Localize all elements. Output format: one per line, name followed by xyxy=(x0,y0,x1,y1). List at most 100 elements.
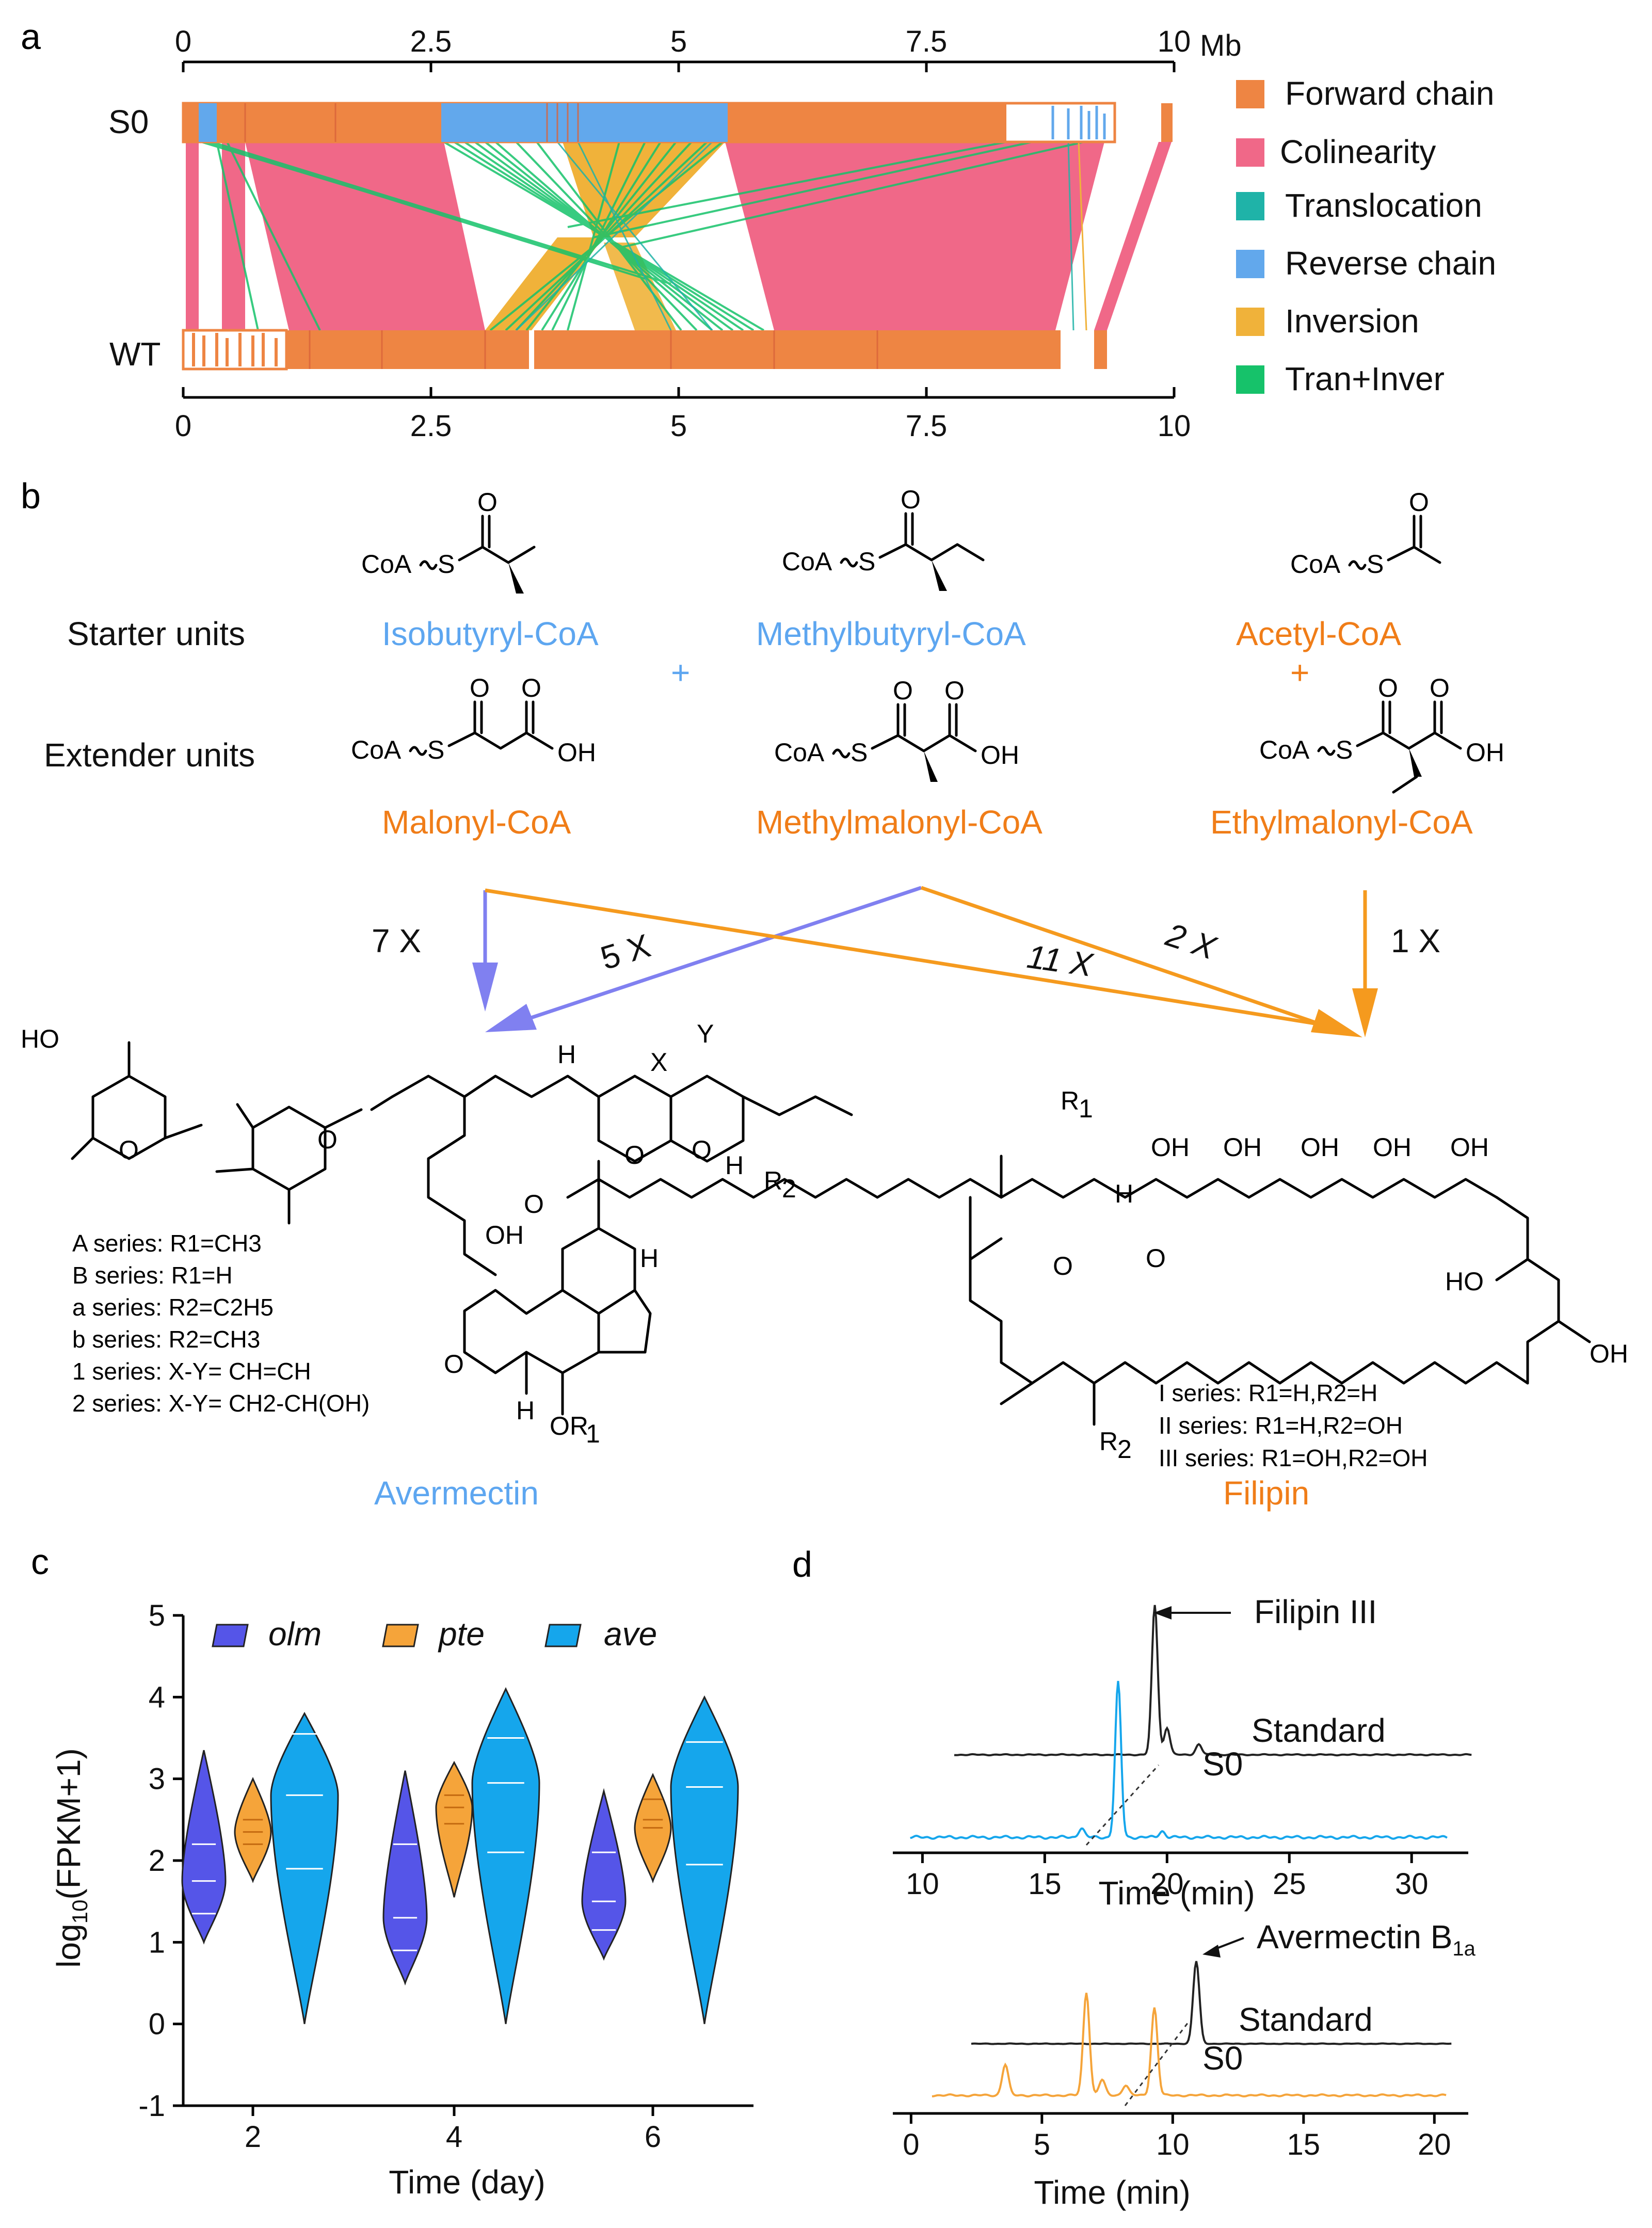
wt-gap xyxy=(529,330,534,369)
bottom-tick-label: 2.5 xyxy=(410,409,452,443)
chem-o: O xyxy=(444,1350,464,1379)
y-tick-label: 2 xyxy=(149,1844,165,1878)
bottom-tick-label: 10 xyxy=(1158,409,1191,443)
multiplier-2x: 2 X xyxy=(1161,916,1222,967)
chem-o: O xyxy=(1053,1252,1073,1280)
violin-pte xyxy=(234,1777,272,1883)
s0-label-bottom: S0 xyxy=(1202,2040,1243,2077)
violin-olm xyxy=(581,1788,627,1961)
avermectin-label-main: Avermectin B xyxy=(1257,1918,1452,1955)
chem-o: O xyxy=(1409,488,1429,517)
x-tick-label: 4 xyxy=(446,2120,462,2154)
x-tick-label: 15 xyxy=(1028,1867,1062,1901)
inversion-ribbon-1 xyxy=(563,142,725,237)
legend-swatch-ave xyxy=(544,1624,582,1647)
chem-h: H xyxy=(516,1396,535,1425)
malonyl-coa-structure: CoA S O O OH xyxy=(351,674,596,767)
chem-oh: OH xyxy=(1450,1133,1489,1162)
chem-or1-label: OR 1 xyxy=(550,1412,600,1448)
chem-o: O xyxy=(477,488,498,517)
chem-r1-label: R 1 xyxy=(1061,1086,1093,1123)
legend-translocation: Translocation xyxy=(1285,187,1482,224)
chem-o: O xyxy=(524,1190,544,1219)
panel-b: b Starter units Extender units CoA S O I… xyxy=(21,476,1628,1512)
starter-acetyl: Acetyl-CoA xyxy=(1236,615,1401,652)
x-tick-label: 20 xyxy=(1418,2128,1451,2161)
chem-s: S xyxy=(858,547,875,576)
bottom-tick-label: 7.5 xyxy=(906,409,948,443)
chem-coa: CoA xyxy=(1290,550,1341,579)
legend-swatch-forward xyxy=(1236,80,1264,108)
x-tick-label: 0 xyxy=(903,2128,919,2161)
panel-c-legend: olm pte ave xyxy=(212,1615,657,1653)
chem-s: S xyxy=(851,738,868,767)
chem-oh: OH xyxy=(1223,1133,1262,1162)
chem-oh: OH xyxy=(1590,1339,1628,1368)
top-tick-label: 7.5 xyxy=(906,25,948,58)
colinearity-ribbon-4 xyxy=(725,142,1104,330)
top-tick-label: 2.5 xyxy=(410,25,452,58)
filipin-series-3: III series: R1=OH,R2=OH xyxy=(1159,1445,1428,1471)
chem-oh: OH xyxy=(1466,738,1504,767)
chem-o: O xyxy=(624,1141,645,1169)
standard-label-top: Standard xyxy=(1252,1712,1386,1749)
x-axis-label: Time (day) xyxy=(389,2163,545,2201)
violin-olm xyxy=(181,1750,227,1945)
violin-ave xyxy=(471,1687,540,2024)
ethylmalonyl-coa-structure: CoA S O O OH xyxy=(1259,674,1504,794)
avermectin-series-3: a series: R2=C2H5 xyxy=(72,1294,274,1321)
biosynthesis-arrows xyxy=(472,886,1378,1037)
methylmalonyl-coa-structure: CoA S O O OH xyxy=(774,676,1019,782)
legend-olm: olm xyxy=(268,1615,322,1653)
legend-reverse: Reverse chain xyxy=(1285,245,1496,282)
y-tick-label: 0 xyxy=(149,2008,165,2041)
chem-o: O xyxy=(901,485,921,514)
top-tick-label: 0 xyxy=(175,25,191,58)
bottom-tick-label: 0 xyxy=(175,409,191,443)
chem-h: H xyxy=(557,1040,576,1069)
dashed-guide-bottom xyxy=(1124,2020,1191,2106)
violin-pte xyxy=(435,1760,473,1898)
chem-coa: CoA xyxy=(782,547,832,576)
y-label-rest: (FPKM+1) xyxy=(50,1748,87,1899)
inversion-ribbon-2 xyxy=(485,237,604,330)
x-tick-label: 10 xyxy=(906,1867,939,1901)
chem-o: O xyxy=(119,1135,139,1164)
legend-swatch-olm xyxy=(212,1624,249,1647)
chem-s: S xyxy=(1336,735,1353,764)
standard-label-bottom: Standard xyxy=(1239,2001,1373,2038)
violin-olm xyxy=(382,1770,428,1986)
wt-mixed-region xyxy=(182,329,288,371)
chem-o: O xyxy=(1430,674,1450,702)
legend-ave: ave xyxy=(604,1615,657,1653)
x-tick-label: 5 xyxy=(1034,2128,1050,2161)
starter-isobutyryl: Isobutyryl-CoA xyxy=(382,615,599,652)
colinearity-ribbon-3 xyxy=(245,142,485,330)
starter-methylbutyryl: Methylbutyryl-CoA xyxy=(756,615,1026,652)
chem-o: O xyxy=(1378,674,1398,702)
legend-pte: pte xyxy=(438,1615,485,1653)
chem-o: O xyxy=(470,674,490,702)
chem-s: S xyxy=(438,550,455,579)
chem-r2-label-filipin: R 2 xyxy=(1099,1427,1132,1464)
filipin-structure: OH OH OH OH OH HO OH H O O R 1 R 2 xyxy=(566,1086,1628,1464)
legend-swatch-reverse xyxy=(1236,250,1264,278)
avermectin-series-2: B series: R1=H xyxy=(72,1262,233,1289)
arrow-methylmalonyl-avermectin xyxy=(525,886,922,1021)
s0-reverse-segment xyxy=(441,103,728,142)
s0-chromosome xyxy=(182,102,1173,143)
avermectin-label-sub: 1a xyxy=(1452,1937,1475,1960)
extender-methylmalonyl: Methylmalonyl-CoA xyxy=(756,804,1042,841)
chem-coa: CoA xyxy=(361,550,412,579)
avermectin-b1a-label: Avermectin B1a xyxy=(1257,1918,1476,1960)
row-label-s0: S0 xyxy=(108,103,149,140)
chem-or: OR xyxy=(550,1412,588,1440)
y-tick-label: 5 xyxy=(149,1599,165,1632)
s0-segment-lines xyxy=(244,103,579,142)
chem-x: X xyxy=(650,1048,667,1077)
